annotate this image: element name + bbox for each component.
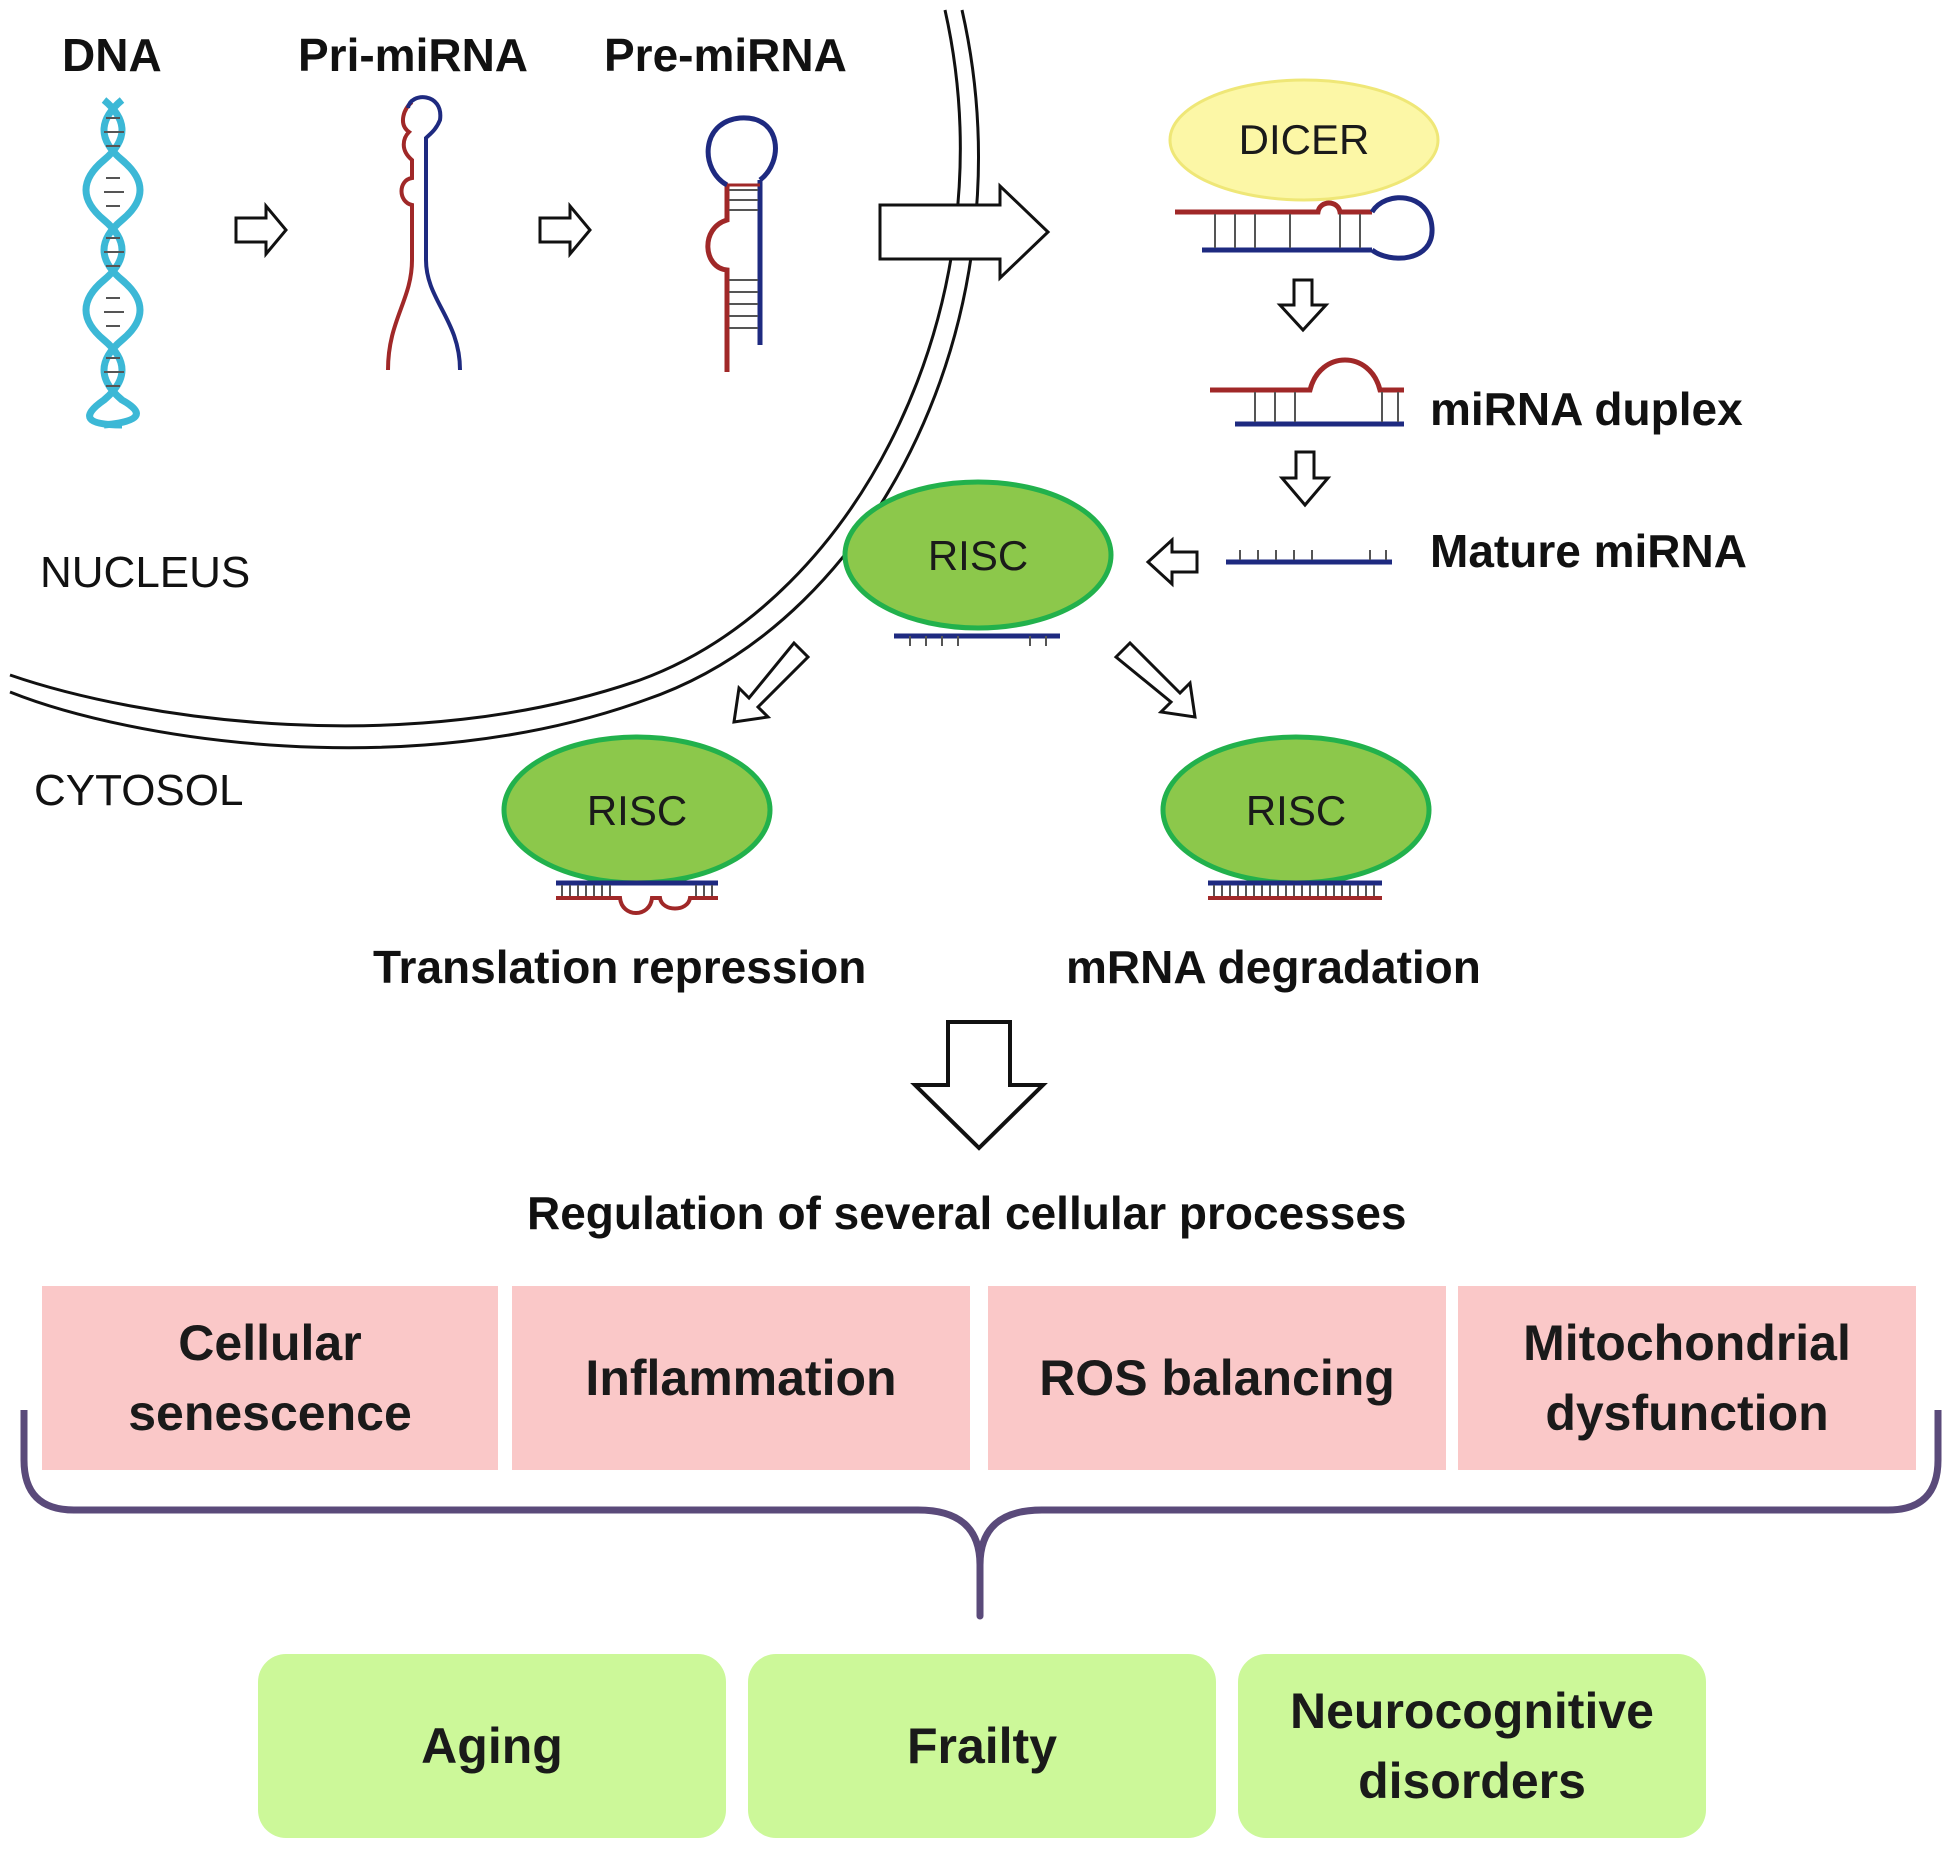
dicer-oval: [1168, 78, 1440, 202]
process-box-mitochondrial-dysfunction: Mitochondrial dysfunction: [1458, 1286, 1916, 1470]
risc-oval: [842, 479, 1114, 631]
translation-repression-label: Translation repression: [373, 941, 867, 993]
outcome-box-aging: Aging: [258, 1654, 726, 1838]
arrow-left-icon: [1145, 536, 1199, 588]
pre-mirna-hairpin-icon: [705, 115, 778, 372]
process-box-inflammation: Inflammation: [512, 1286, 970, 1470]
regulation-label: Regulation of several cellular processes: [527, 1187, 1407, 1239]
mrna-degradation-complex-icon: [1208, 880, 1382, 900]
translation-repression-complex-icon: [556, 880, 718, 915]
dna-label: DNA: [62, 29, 162, 81]
risc-label: RISC: [587, 787, 687, 834]
arrow-right-icon: [234, 201, 288, 259]
mature-mirna-icon: [1226, 550, 1392, 565]
arrow-down-left-icon: [732, 640, 811, 724]
mirna-duplex-label: miRNA duplex: [1430, 383, 1743, 435]
risc-label: RISC: [928, 532, 1028, 579]
pre-mirna-label: Pre-miRNA: [604, 29, 847, 81]
arrow-down-icon: [1276, 278, 1330, 333]
arrow-right-icon: [538, 201, 592, 259]
risc-bound-mirna-icon: [894, 633, 1060, 646]
outcome-line-2: disorders: [1358, 1753, 1586, 1809]
pri-mirna-hairpin-icon: [386, 95, 462, 371]
outcome-box-frailty: Frailty: [748, 1654, 1216, 1838]
nuclear-membrane-inner: [9, 9, 980, 750]
nucleus-label: NUCLEUS: [40, 548, 251, 597]
dicer-substrate-icon: [1175, 195, 1435, 261]
arrow-down-icon: [1278, 450, 1332, 508]
outcome-line-1: Neurocognitive: [1290, 1683, 1654, 1739]
big-arrow-down-icon: [910, 1020, 1048, 1151]
process-line-1: ROS balancing: [1039, 1350, 1395, 1406]
process-line-1: Inflammation: [585, 1350, 897, 1406]
mature-mirna-label: Mature miRNA: [1430, 525, 1747, 577]
cytosol-label: CYTOSOL: [34, 766, 244, 815]
dna-helix-icon: [82, 97, 144, 429]
mirna-duplex-icon: [1210, 357, 1404, 427]
process-line-1: Mitochondrial: [1523, 1315, 1851, 1371]
process-line-2: senescence: [128, 1385, 412, 1441]
mrna-degradation-label: mRNA degradation: [1066, 941, 1481, 993]
dicer-label: DICER: [1239, 116, 1370, 163]
risc-label: RISC: [1246, 787, 1346, 834]
curly-bracket: [20, 1410, 1942, 1620]
outcome-box-neurocognitive-disorders: Neurocognitive disorders: [1238, 1654, 1706, 1838]
export-arrow-icon: [878, 182, 1051, 282]
outcome-line-1: Aging: [421, 1718, 563, 1774]
nuclear-membrane-outer: [9, 9, 962, 728]
process-line-1: Cellular: [178, 1315, 362, 1371]
process-box-cellular-senescence: Cellular senescence: [42, 1286, 498, 1470]
pri-mirna-label: Pri-miRNA: [298, 29, 529, 81]
process-box-ros-balancing: ROS balancing: [988, 1286, 1446, 1470]
process-line-2: dysfunction: [1545, 1385, 1829, 1441]
arrow-down-right-icon: [1113, 640, 1197, 719]
outcome-line-1: Frailty: [906, 1718, 1058, 1774]
